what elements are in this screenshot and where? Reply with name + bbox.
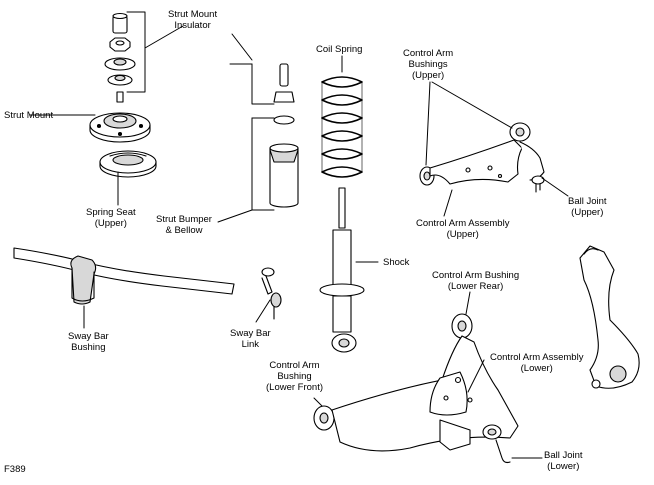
label-spring-seat-upper: Spring Seat (Upper): [86, 207, 136, 229]
label-strut-bumper-bellow: Strut Bumper & Bellow: [156, 214, 212, 236]
label-coil-spring: Coil Spring: [316, 44, 363, 55]
label-control-arm-bushing-lower-rear: Control Arm Bushing (Lower Rear): [432, 270, 520, 292]
sway-bar-link-part: [261, 267, 282, 320]
strut-mount-part: [89, 112, 151, 143]
label-control-arm-assembly-upper: Control Arm Assembly (Upper): [416, 218, 510, 240]
label-control-arm-assembly-lower: Control Arm Assembly (Lower): [490, 352, 584, 374]
label-sway-bar-link: Sway Bar Link: [230, 328, 271, 350]
lower-control-arm-part: [313, 313, 519, 464]
label-strut-mount: Strut Mount: [4, 110, 54, 121]
label-control-arm-bushing-lower-front: Control Arm Bushing (Lower Front): [266, 360, 324, 393]
upper-control-arm-part: [419, 122, 545, 193]
label-strut-mount-insulator: Strut Mount Insulator: [168, 9, 218, 31]
figure-code: F389: [4, 464, 26, 475]
strut-bumper-parts: [269, 63, 299, 208]
upper-arm-leader-lines: [425, 81, 569, 217]
steering-knuckle-part: [579, 245, 640, 389]
label-sway-bar-bushing: Sway Bar Bushing: [68, 331, 109, 353]
label-shock: Shock: [383, 257, 410, 268]
label-control-arm-bushings-upper: Control Arm Bushings (Upper): [403, 48, 454, 81]
bracket-lines: [29, 11, 275, 223]
lower-arm-leader-lines: [313, 291, 543, 459]
spring-seat-part: [99, 150, 157, 178]
coil-spring-part: [321, 76, 363, 178]
sway-bar-part: [13, 247, 235, 305]
label-ball-joint-upper: Ball Joint (Upper): [568, 196, 607, 218]
label-ball-joint-lower: Ball Joint (Lower): [544, 450, 583, 472]
shock-part: [319, 187, 365, 353]
strut-mount-insulator-parts: [104, 12, 136, 103]
